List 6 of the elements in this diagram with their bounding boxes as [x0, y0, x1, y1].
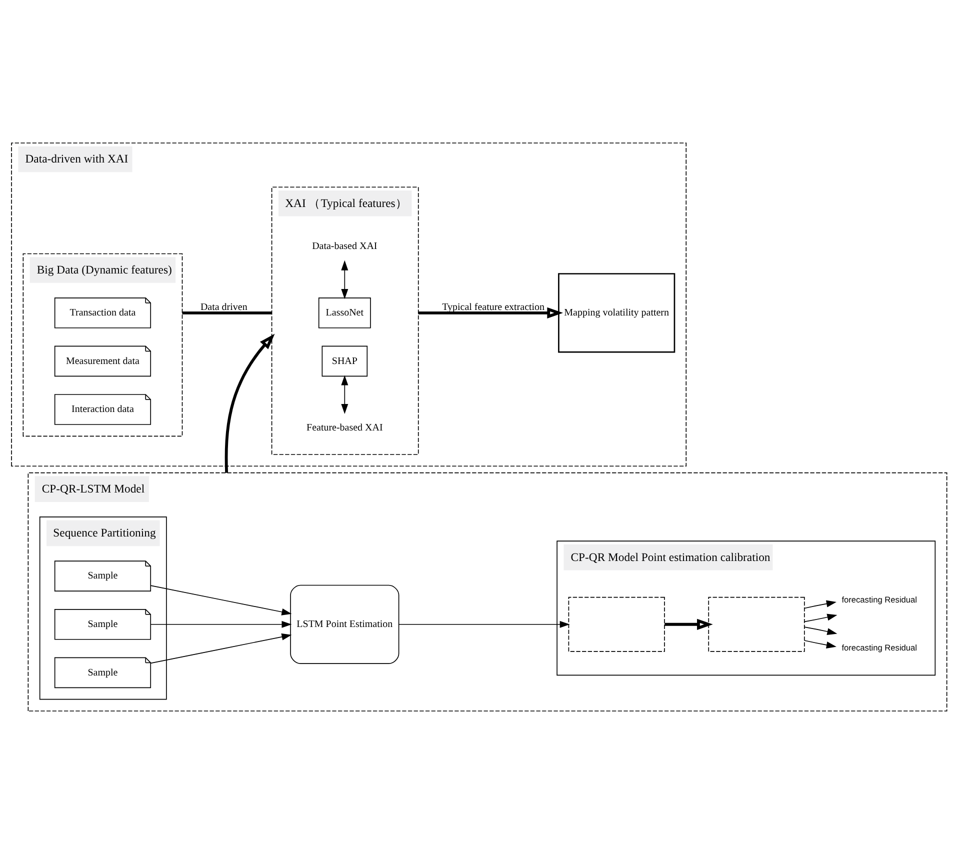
- edge-label: Typical feature extraction: [442, 302, 545, 314]
- node-text: forecasting Residual: [842, 642, 918, 653]
- edge-label: Data driven: [200, 302, 248, 314]
- node-text: forecasting Residual: [842, 594, 918, 604]
- node-text: Feature-based XAI: [306, 422, 383, 434]
- node-text: Data-based XAI: [312, 240, 378, 252]
